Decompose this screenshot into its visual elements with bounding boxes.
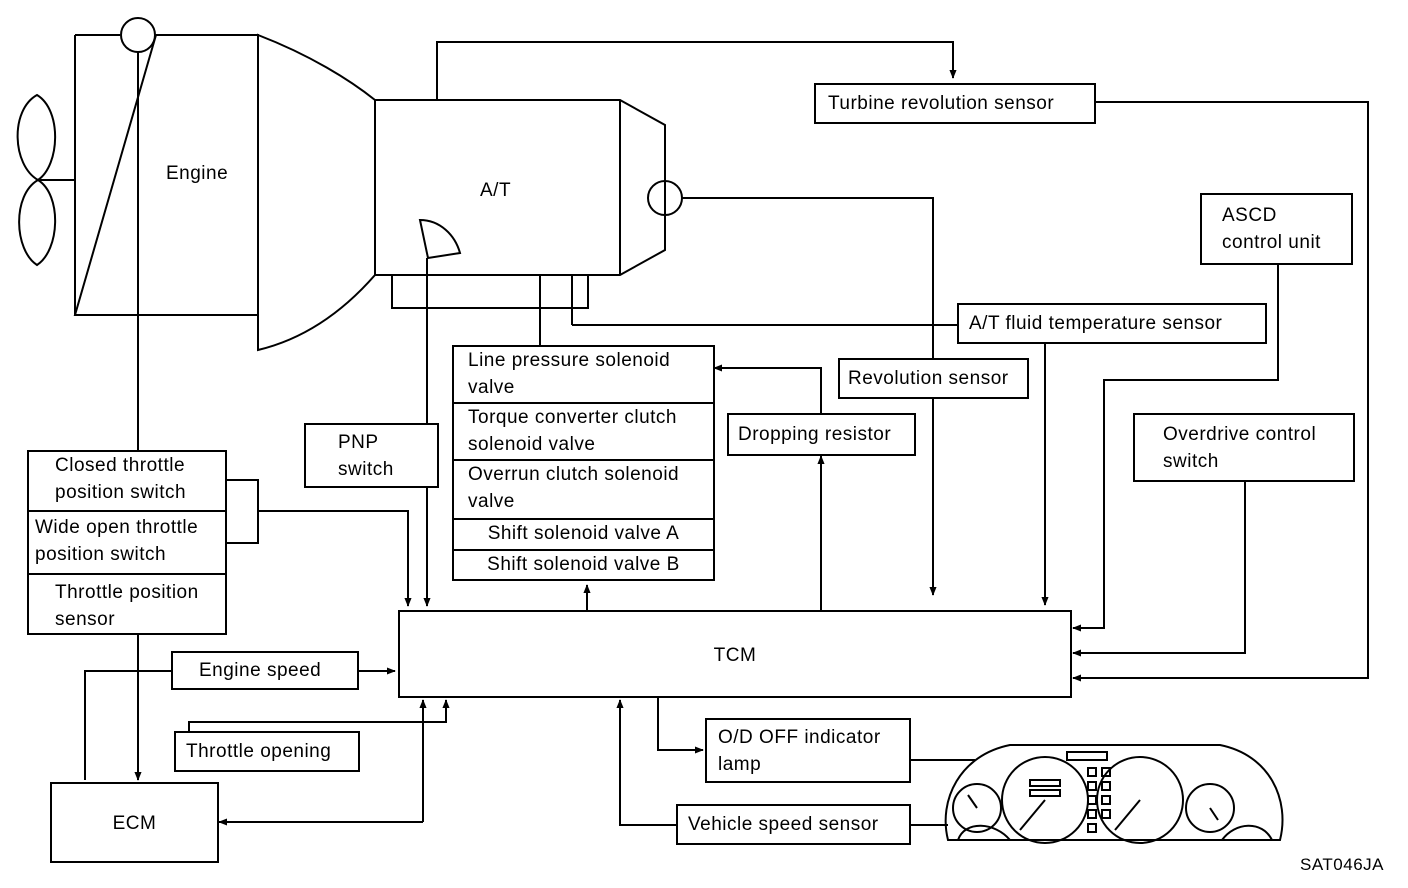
- engine-speed-label: Engine speed: [199, 660, 322, 681]
- wide-open-throttle-line2: position switch: [35, 544, 167, 565]
- revolution-sensor-label: Revolution sensor: [848, 368, 1009, 389]
- ascd-control-unit-box: ASCD control unit: [1200, 193, 1353, 265]
- ecm-label: ECM: [112, 813, 157, 834]
- vehicle-speed-sensor-box: Vehicle speed sensor: [676, 804, 911, 845]
- overrun-solenoid-line2: valve: [468, 491, 515, 512]
- closed-throttle-position-switch: Closed throttle position switch: [29, 452, 225, 512]
- ascd-label-line2: control unit: [1222, 232, 1321, 253]
- throttle-opening-label: Throttle opening: [186, 741, 332, 762]
- throttle-opening-box: Throttle opening: [174, 731, 360, 772]
- od-lamp-label-line1: O/D OFF indicator: [718, 727, 881, 748]
- throttle-position-sensor-line2: sensor: [55, 609, 116, 630]
- line-pressure-solenoid: Line pressure solenoid valve: [454, 347, 713, 404]
- dropping-resistor-label: Dropping resistor: [738, 424, 892, 445]
- engine-label: Engine: [166, 163, 229, 184]
- dropping-resistor-box: Dropping resistor: [727, 413, 916, 456]
- od-off-indicator-lamp-box: O/D OFF indicator lamp: [705, 718, 911, 783]
- turbine-revolution-sensor-box: Turbine revolution sensor: [814, 83, 1096, 124]
- wide-open-throttle-line1: Wide open throttle: [35, 517, 199, 538]
- tcm-label: TCM: [713, 645, 757, 666]
- crank-sensor-icon: [120, 17, 156, 53]
- wide-open-throttle-position-switch: Wide open throttle position switch: [29, 512, 225, 575]
- pnp-switch-label-line1: PNP: [338, 432, 379, 453]
- overdrive-control-switch-box: Overdrive control switch: [1133, 413, 1355, 482]
- shift-solenoid-a-label: Shift solenoid valve A: [487, 523, 680, 544]
- pnp-switch-box: PNP switch: [304, 423, 439, 488]
- bellhousing: [257, 33, 376, 352]
- overrun-clutch-solenoid: Overrun clutch solenoid valve: [454, 461, 713, 520]
- overdrive-switch-label-line2: switch: [1163, 451, 1219, 472]
- fluid-temperature-sensor-label: A/T fluid temperature sensor: [969, 313, 1223, 334]
- closed-throttle-line1: Closed throttle: [55, 455, 186, 476]
- transmission-label: A/T: [480, 180, 512, 201]
- throttle-position-sensor-line1: Throttle position: [55, 582, 199, 603]
- line-pressure-solenoid-line2: valve: [468, 377, 515, 398]
- shift-solenoid-b: Shift solenoid valve B: [454, 551, 713, 581]
- torque-converter-clutch-solenoid: Torque converter clutch solenoid valve: [454, 404, 713, 461]
- fluid-temperature-sensor-box: A/T fluid temperature sensor: [957, 303, 1267, 344]
- cooling-fan-icon: [16, 93, 75, 267]
- figure-code: SAT046JA: [1300, 855, 1385, 874]
- closed-throttle-line2: position switch: [55, 482, 187, 503]
- pnp-switch-label-line2: switch: [338, 459, 394, 480]
- tcm-box: TCM: [398, 610, 1072, 698]
- shift-solenoid-b-label: Shift solenoid valve B: [487, 554, 680, 575]
- throttle-position-sensor: Throttle position sensor: [29, 575, 225, 635]
- tcc-solenoid-line1: Torque converter clutch: [468, 407, 677, 428]
- transmission-case: [374, 99, 666, 276]
- tcc-solenoid-line2: solenoid valve: [468, 434, 596, 455]
- turbine-revolution-sensor-label: Turbine revolution sensor: [828, 93, 1055, 114]
- overdrive-switch-label-line1: Overdrive control: [1163, 424, 1317, 445]
- vehicle-speed-sensor-label: Vehicle speed sensor: [688, 814, 879, 835]
- pnp-sensor-icon: [418, 218, 462, 260]
- ecm-box: ECM: [50, 782, 219, 863]
- revolution-sensor-box: Revolution sensor: [838, 358, 1029, 399]
- ascd-label-line1: ASCD: [1222, 205, 1277, 226]
- line-pressure-solenoid-line1: Line pressure solenoid: [468, 350, 671, 371]
- od-lamp-label-line2: lamp: [718, 754, 762, 775]
- instrument-cluster-icon: [944, 744, 1284, 844]
- engine-speed-box: Engine speed: [171, 651, 359, 690]
- shift-solenoid-a: Shift solenoid valve A: [454, 520, 713, 551]
- solenoid-valve-stack: Line pressure solenoid valve Torque conv…: [452, 345, 715, 581]
- overrun-solenoid-line1: Overrun clutch solenoid: [468, 464, 680, 485]
- throttle-switch-stack: Closed throttle position switch Wide ope…: [27, 450, 227, 635]
